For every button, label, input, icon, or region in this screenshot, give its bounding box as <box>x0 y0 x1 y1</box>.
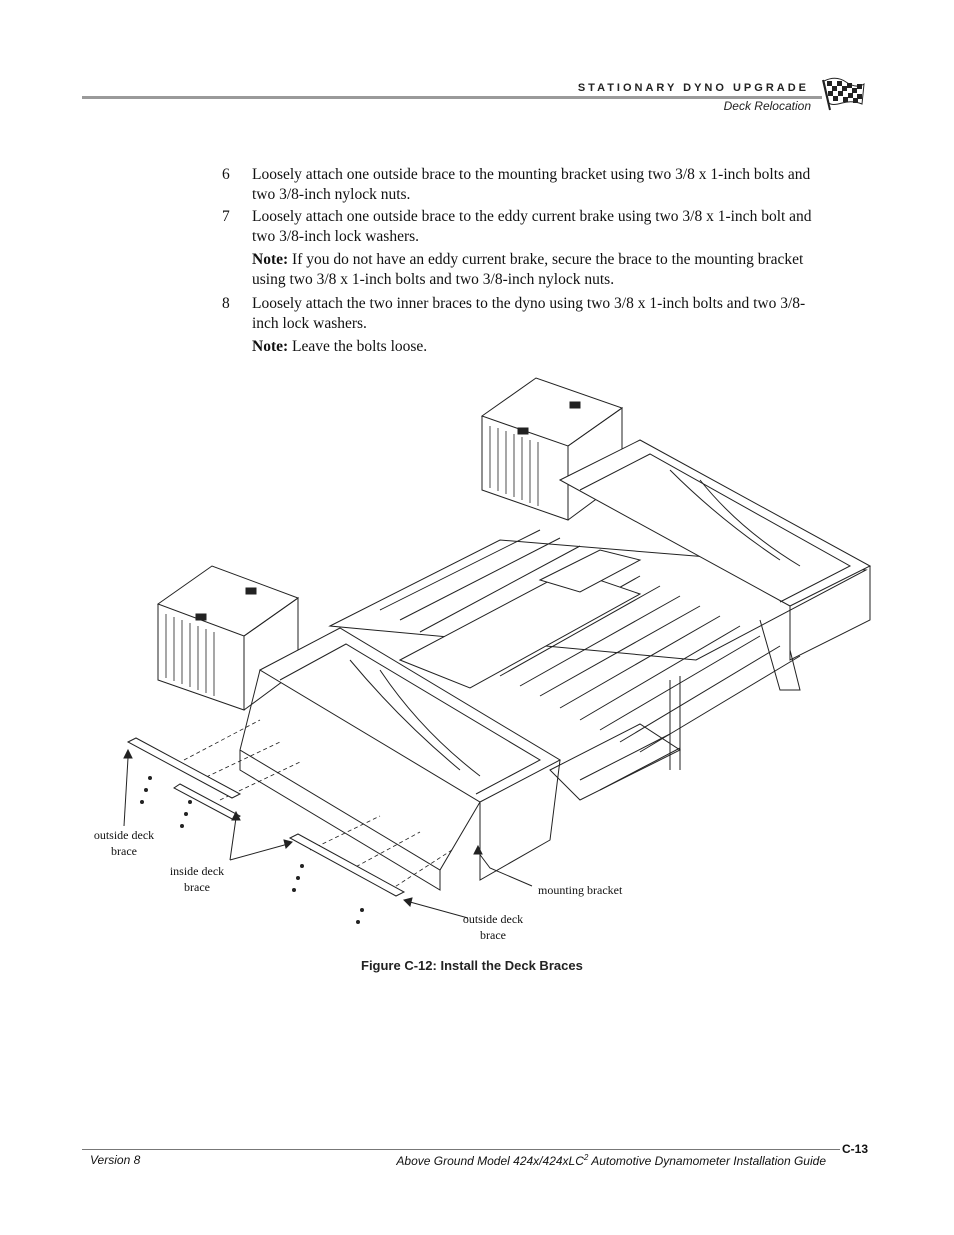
note-leave-loose: Note: Leave the bolts loose. <box>222 337 822 357</box>
step-text: Loosely attach one outside brace to the … <box>252 208 812 245</box>
checkered-flag-icon <box>822 77 865 111</box>
note-label: Note: <box>252 338 289 355</box>
leader-lines <box>123 748 533 919</box>
step-6: 6 Loosely attach one outside brace to th… <box>222 165 822 205</box>
lower-rails <box>549 676 682 801</box>
label-mounting-bracket: mounting bracket <box>538 883 623 897</box>
label-outside-deck-brace-bottom: outside deck brace <box>462 912 524 942</box>
lower-roll-frame <box>239 627 562 891</box>
figure-caption: Figure C-12: Install the Deck Braces <box>361 958 583 973</box>
header-rule <box>82 96 822 99</box>
bolts <box>140 776 364 924</box>
footer-guide-title: Above Ground Model 424x/424xLC2 Automoti… <box>396 1153 826 1168</box>
note-label: Note: <box>252 251 289 268</box>
brace-guides <box>183 719 453 891</box>
note-eddy-current: Note: If you do not have an eddy current… <box>222 250 822 290</box>
step-text: Loosely attach one outside brace to the … <box>252 166 811 203</box>
note-text: If you do not have an eddy current brake… <box>252 251 804 288</box>
label-inside-deck-brace: inside deck brace <box>169 864 225 894</box>
step-number: 8 <box>222 295 230 312</box>
section-subtitle: Deck Relocation <box>723 99 811 113</box>
outside-brace-left <box>126 737 242 799</box>
page-number: C-13 <box>842 1142 869 1156</box>
step-text: Loosely attach the two inner braces to t… <box>252 295 806 332</box>
outside-brace-bottom <box>288 833 406 897</box>
step-number: 7 <box>222 208 230 225</box>
label-outside-deck-brace-left: outside deck brace <box>93 828 155 858</box>
upper-roll-frame <box>558 439 872 691</box>
step-7: 7 Loosely attach one outside brace to th… <box>222 207 822 247</box>
footer-version: Version 8 <box>90 1153 141 1167</box>
deck-braces-diagram <box>123 377 872 924</box>
step-8: 8 Loosely attach the two inner braces to… <box>222 294 822 334</box>
step-number: 6 <box>222 166 230 183</box>
footer-rule <box>82 1149 840 1150</box>
lower-brake-cabinet <box>156 565 300 711</box>
note-text: Leave the bolts loose. <box>288 338 428 355</box>
instruction-steps: 6 Loosely attach one outside brace to th… <box>222 165 822 361</box>
section-title: STATIONARY DYNO UPGRADE <box>577 82 809 94</box>
upper-brake-cabinet <box>480 377 624 521</box>
